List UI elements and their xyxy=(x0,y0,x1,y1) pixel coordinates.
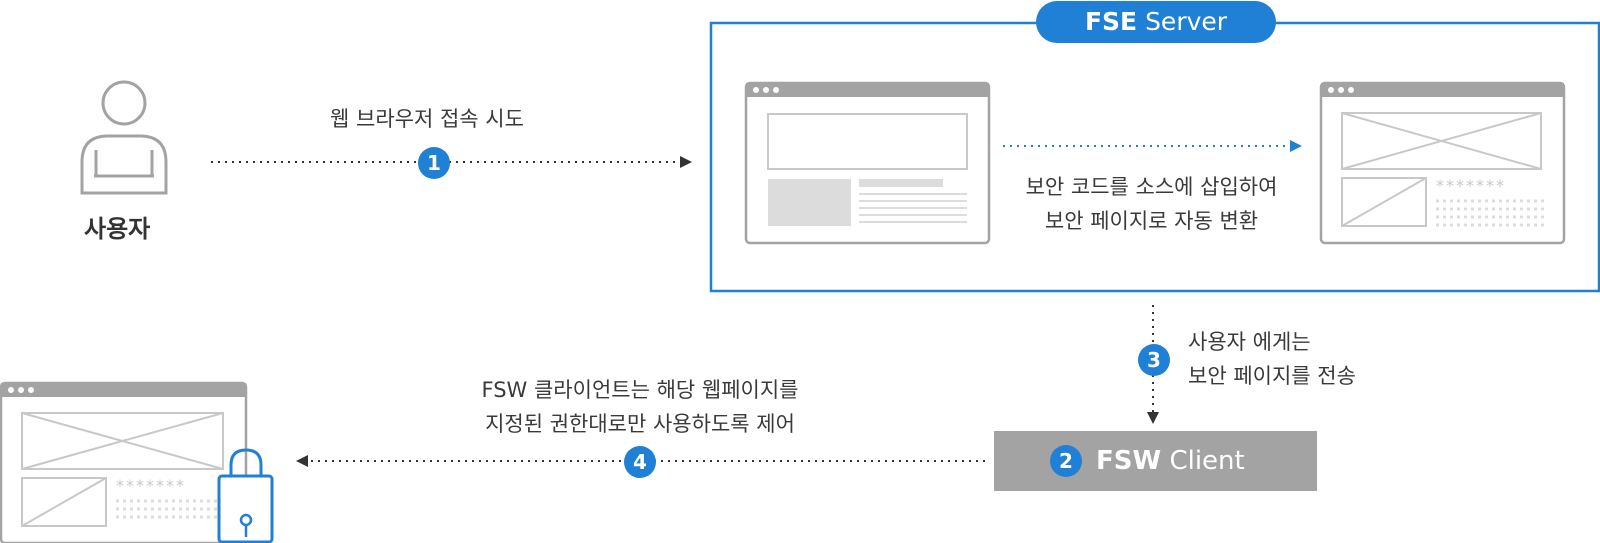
secured-page-stars: ******* xyxy=(1436,176,1506,195)
client-name: Client xyxy=(1169,446,1245,476)
user-label: 사용자 xyxy=(84,215,151,243)
controlled-page-window xyxy=(0,381,248,543)
secured-page-window xyxy=(1319,81,1566,245)
controlled-page-stars: ******* xyxy=(116,476,186,495)
step-4-caption-line-1: FSW 클라이언트는 해당 웹페이지를 xyxy=(481,378,799,402)
original-page-window xyxy=(744,81,991,245)
step-4-badge: 4 xyxy=(624,446,656,478)
client-badge: 2 xyxy=(1050,445,1082,477)
lock-icon xyxy=(217,448,274,543)
fsw-client-box: 2 FSW Client xyxy=(994,431,1317,491)
step-1-caption: 웹 브라우저 접속 시도 xyxy=(330,107,524,131)
user-icon xyxy=(80,80,168,195)
server-name: Server xyxy=(1145,7,1228,36)
conversion-caption-line-2: 보안 페이지로 자동 변환 xyxy=(1044,209,1259,233)
server-title-pill: FSE Server xyxy=(1036,1,1276,43)
step-3-badge: 3 xyxy=(1138,344,1170,376)
client-brand: FSW xyxy=(1096,446,1162,476)
step-4-caption-line-2: 지정된 권한대로만 사용하도록 제어 xyxy=(485,412,795,436)
step-3-caption-line-2: 보안 페이지를 전송 xyxy=(1188,364,1356,388)
step-1-badge: 1 xyxy=(418,147,450,179)
server-brand: FSE xyxy=(1084,7,1138,36)
conversion-caption-line-1: 보안 코드를 소스에 삽입하여 xyxy=(1025,175,1278,199)
step-3-caption-line-1: 사용자 에게는 xyxy=(1188,330,1311,354)
